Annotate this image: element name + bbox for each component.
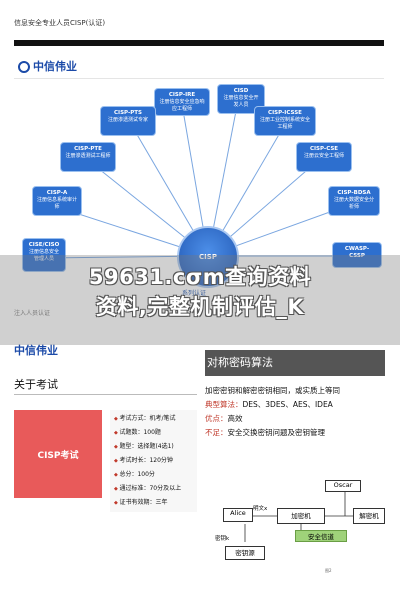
desc-line: 典型算法：DES、3DES、AES、IDEA — [205, 400, 333, 409]
crypto-diagram: Oscar Alice 明文x 加密机 解密机 安全信道 密钥k 密钥源 图2 — [205, 472, 385, 582]
watermark-overlay — [0, 255, 400, 345]
hub-subtitle: 系列认证 — [182, 290, 207, 297]
brand-logo: 中信伟业 — [18, 58, 77, 74]
node-cisp-ire: CISP-IRE 注册信息安全应急响应工程师 — [154, 88, 210, 116]
node-cise-ciso: CISE/CISO 注册信息安全管理人员 — [22, 238, 66, 272]
figure-footer: 图2 — [325, 568, 332, 573]
exam-details-list: 考试方式：机考/笔试 试题数：100题 题型：选择题(4选1) 考试时长：120… — [110, 410, 197, 512]
brand-logo: 中信伟业 — [14, 344, 58, 357]
plaintext-label: 明文x — [253, 506, 268, 512]
slide-caption: 注入人员认证 — [14, 310, 51, 317]
list-item: 通过标准：70分及以上 — [114, 482, 197, 496]
list-item: 证书有效期：三年 — [114, 496, 197, 510]
oscar-box: Oscar — [325, 480, 361, 492]
encrypt-box: 加密机 — [277, 508, 325, 524]
slide-heading: 关于考试 — [14, 378, 58, 391]
node-cisp-icsse: CISP-ICSSE 注册工业控制系统安全工程师 — [254, 106, 316, 136]
node-cwasp-cssp: CWASP-CSSP — [332, 242, 382, 268]
list-item: 题型：选择题(4选1) — [114, 440, 197, 454]
logo-icon — [18, 61, 30, 73]
top-caption: 信息安全专业人员CISP(认证) — [14, 19, 106, 27]
list-item: 考试时长：120分钟 — [114, 454, 197, 468]
decrypt-box: 解密机 — [353, 508, 385, 524]
key-label: 密钥k — [215, 536, 230, 542]
header-divider — [14, 78, 384, 79]
symmetric-crypto-slide: 对称密码算法 加密密钥和解密密钥相同，或实质上等同 典型算法：DES、3DES、… — [205, 300, 385, 584]
list-item: 试题数：100题 — [114, 426, 197, 440]
node-cisp-cse: CISP-CSE 注册云安全工程师 — [296, 142, 352, 172]
heading-divider — [14, 394, 197, 395]
bottom-bar — [0, 584, 400, 600]
node-cisp-bdsa: CISP-BDSA 注册大数据安全分析师 — [328, 186, 380, 216]
node-cisp-a: CISP-A 注册信息系统审计师 — [32, 186, 82, 216]
desc-line: 优点：高效 — [205, 414, 243, 423]
exam-info-slide: 注入人员认证 中信伟业 关于考试 CISP考试 考试方式：机考/笔试 试题数：1… — [14, 300, 197, 584]
cisp-hub: CISP — [177, 226, 239, 288]
cisp-exam-box: CISP考试 — [14, 410, 102, 498]
crypto-description: 加密密钥和解密密钥相同，或实质上等同 典型算法：DES、3DES、AES、IDE… — [205, 384, 385, 440]
alice-box: Alice — [223, 508, 253, 522]
desc-line: 加密密钥和解密密钥相同，或实质上等同 — [205, 386, 340, 395]
slide-heading: 对称密码算法 — [205, 350, 385, 376]
list-item: 考试方式：机考/笔试 — [114, 412, 197, 426]
desc-line: 不足：安全交换密钥问题及密钥管理 — [205, 428, 325, 437]
node-cisp-pts: CISP-PTS 注册渗透测试专家 — [100, 106, 156, 136]
key-source-box: 密钥源 — [225, 546, 265, 560]
list-item: 总分：100分 — [114, 468, 197, 482]
watermark-text: 59631.cσm查询资料 资料,完整机制评估_K — [88, 265, 312, 319]
logo-text: 中信伟业 — [33, 60, 77, 73]
cisp-diagram-slide: 中信伟业 CISP-IRE 注册信息安全应急响应工程师 CISD 注册信息安全开… — [14, 40, 384, 314]
node-cisp-pte: CISP-PTE 注册渗透测试工程师 — [60, 142, 116, 172]
secure-channel-box: 安全信道 — [295, 530, 347, 542]
